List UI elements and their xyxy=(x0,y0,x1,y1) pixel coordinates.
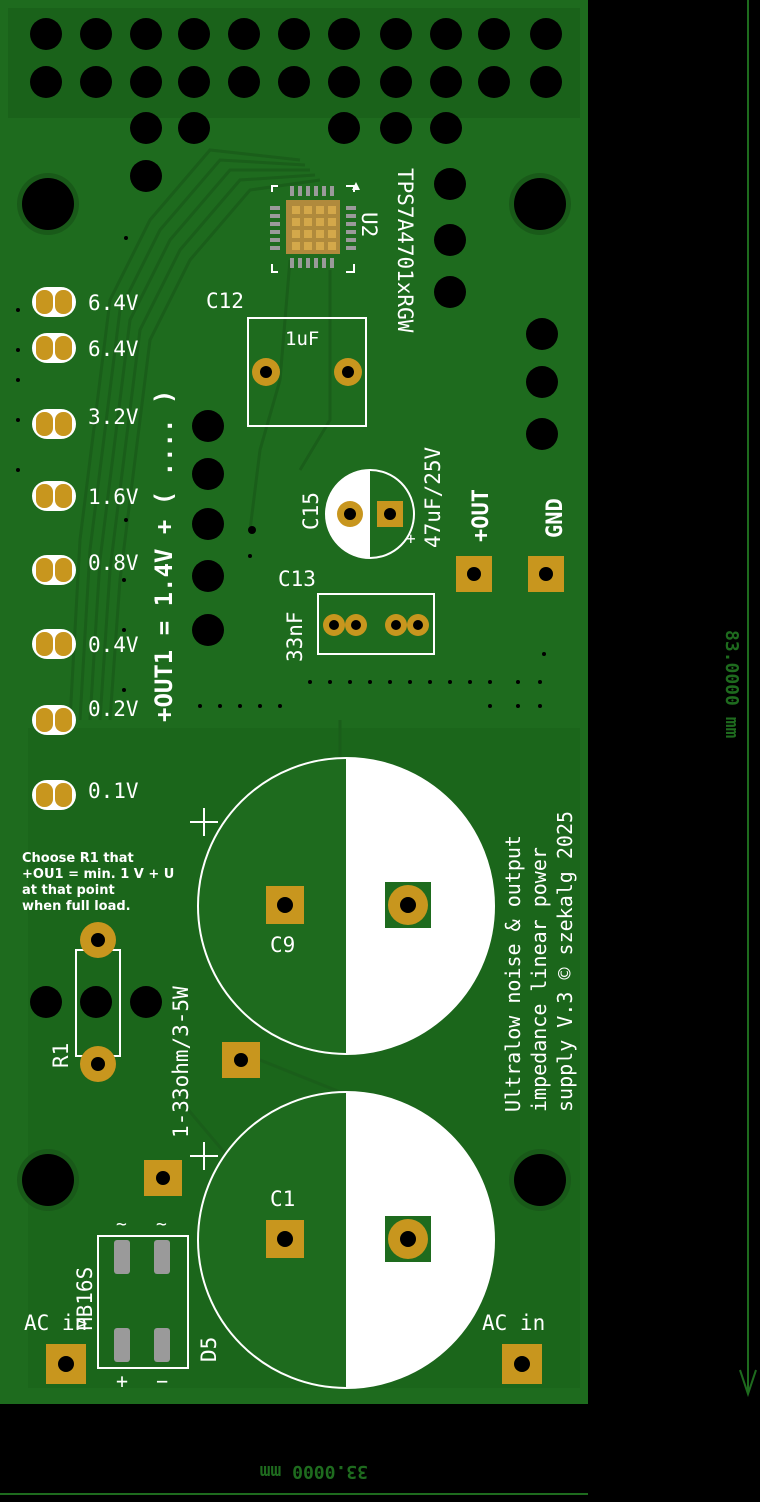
d5-tilde-right: ~ xyxy=(156,1214,167,1235)
u2-footprint xyxy=(270,182,360,273)
c12-ref-label: C12 xyxy=(206,289,244,313)
c13-outline xyxy=(317,593,435,655)
c15-plus-mark: + xyxy=(406,529,416,548)
gnd-label: GND xyxy=(543,498,568,538)
output-pads xyxy=(456,556,564,592)
bridge-pads xyxy=(144,1042,260,1196)
r1-note: Choose R1 that +OU1 = min. 1 V + U at th… xyxy=(22,851,174,914)
r1-ref-label: R1 xyxy=(49,1043,73,1068)
c1-ref-label: C1 xyxy=(270,1187,295,1211)
dimension-right: 83.0000 mm xyxy=(721,0,757,1398)
credit-line: impedance linear power xyxy=(527,847,551,1112)
r1-pads xyxy=(80,922,116,1082)
c9-ref-label: C9 xyxy=(270,933,295,957)
credit-line: supply V.3 © szekalg 2025 xyxy=(553,811,577,1112)
c15-footprint xyxy=(325,469,415,559)
c1-footprint xyxy=(190,1091,495,1389)
ac-in-right-label: AC in xyxy=(482,1311,545,1335)
jumper-pads xyxy=(32,287,76,810)
c12-pads xyxy=(252,358,362,386)
voltage-label: 0.8V xyxy=(88,551,139,575)
dimension-bottom-label: 33.0000 mm xyxy=(259,1461,368,1482)
dimension-bottom: 33.0000 mm xyxy=(0,1461,588,1495)
credit-text: Ultralow noise & output impedance linear… xyxy=(501,811,577,1112)
voltage-label: 6.4V xyxy=(88,291,139,315)
d5-plus-label: + xyxy=(116,1369,128,1393)
note-line: +OU1 = min. 1 V + U xyxy=(22,867,174,882)
ac-in-left-label: AC in xyxy=(24,1311,87,1335)
voltage-label: 6.4V xyxy=(88,337,139,361)
c13-value-label: 33nF xyxy=(283,611,307,662)
output-formula-label: +OUT1 = 1.4V + ( .... ) xyxy=(150,390,178,722)
d5-ref-label: D5 xyxy=(197,1337,221,1362)
d5-outline xyxy=(97,1235,189,1369)
mounting-holes xyxy=(17,173,571,1211)
note-line: Choose R1 that xyxy=(22,851,134,866)
credit-line: Ultralow noise & output xyxy=(501,835,525,1112)
header-holes xyxy=(30,18,562,1018)
c9-footprint xyxy=(190,757,495,1055)
c13-pads xyxy=(323,614,429,636)
r1-value-label: 1-33ohm/3-5W xyxy=(169,986,193,1138)
out-plus-label: +OUT xyxy=(469,489,494,542)
voltage-label: 0.2V xyxy=(88,697,139,721)
voltage-label: 0.4V xyxy=(88,633,139,657)
d5-pads xyxy=(114,1240,170,1362)
voltage-label: 1.6V xyxy=(88,485,139,509)
c12-outline xyxy=(247,317,367,427)
note-line: at that point xyxy=(22,883,115,898)
d5-part-label: MB16S xyxy=(73,1267,97,1330)
c15-value-label: 47uF/25V xyxy=(421,446,445,548)
c13-ref-label: C13 xyxy=(278,567,316,591)
c15-ref-label: C15 xyxy=(299,492,323,530)
u2-part-label: TPS7A4701xRGW xyxy=(393,168,417,333)
c12-value-label: 1uF xyxy=(285,328,319,350)
dimension-right-label: 83.0000 mm xyxy=(721,630,742,739)
d5-minus-label: − xyxy=(156,1369,168,1393)
note-line: when full load. xyxy=(22,899,131,914)
voltage-labels: 6.4V 6.4V 3.2V 1.6V 0.8V 0.4V 0.2V 0.1V xyxy=(88,291,139,803)
u2-ref-label: U2 xyxy=(357,212,381,237)
voltage-label: 3.2V xyxy=(88,405,139,429)
voltage-label: 0.1V xyxy=(88,779,139,803)
ac-in-pads xyxy=(46,1344,542,1384)
d5-tilde-left: ~ xyxy=(116,1214,127,1235)
vias xyxy=(16,236,546,708)
